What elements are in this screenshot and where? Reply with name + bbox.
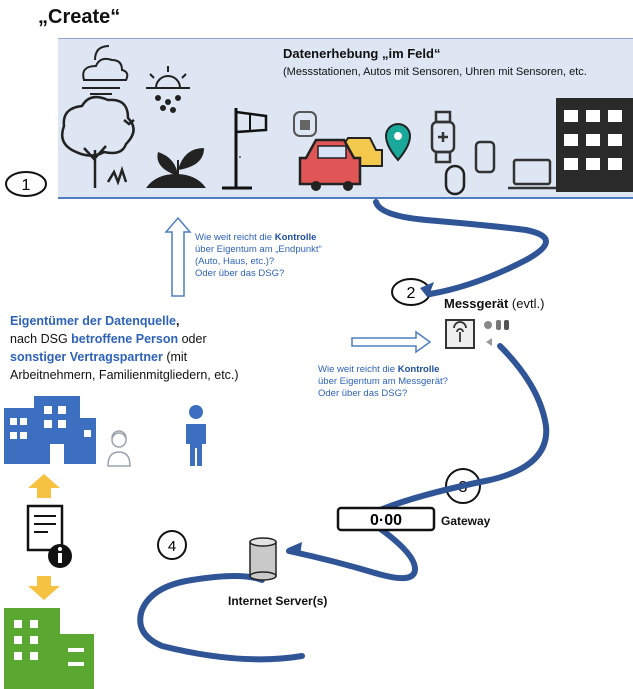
person-icon <box>186 405 206 466</box>
note-text: über Eigentum am „Endpunkt“ <box>195 244 322 255</box>
flow-arrowhead-icon <box>288 542 302 556</box>
device-label-bold: Messgerät <box>444 296 509 311</box>
svg-text:0·00: 0·00 <box>370 512 402 529</box>
contract-document-icon <box>26 504 72 568</box>
note-text: Wie weit reicht die <box>318 364 398 375</box>
flow-arrowhead-icon <box>420 282 434 298</box>
step-4-marker: 4 <box>157 530 187 560</box>
control-device-note: Wie weit reicht die Kontrolle über Eigen… <box>318 364 508 400</box>
tree-icon <box>61 95 135 188</box>
note-emphasis: Kontrolle <box>274 232 317 243</box>
contract-partner-term: sonstiger Vertragspartner <box>10 350 163 364</box>
svg-text:1: 1 <box>22 177 31 194</box>
svg-text:4: 4 <box>168 538 176 555</box>
owner-text: nach DSG <box>10 332 72 346</box>
note-text: über Eigentum am Messgerät? <box>318 376 448 387</box>
server-label: Internet Server(s) <box>228 594 328 608</box>
sun-rain-icon <box>146 66 190 113</box>
measuring-device-label: Messgerät (evtl.) <box>444 296 544 311</box>
wearable-devices-icon <box>430 110 556 196</box>
note-emphasis: Kontrolle <box>397 364 440 375</box>
gateway-label: Gateway <box>441 514 491 528</box>
banner-title: Datenerhebung „im Feld“ <box>283 46 441 61</box>
owner-text: Arbeitnehmern, Familienmitgliedern, etc.… <box>10 368 239 382</box>
control-endpoint-note: Wie weit reicht die Kontrolle über Eigen… <box>195 232 385 280</box>
sensor-cars-icon <box>293 111 412 191</box>
note-text: Oder über das DSG? <box>318 388 408 399</box>
note-text: (Auto, Haus, etc.)? <box>195 256 275 267</box>
owner-text: (mit <box>162 350 188 364</box>
note-text: Wie weit reicht die <box>195 232 275 243</box>
note-text: Oder über das DSG? <box>195 268 285 279</box>
control-up-arrow <box>164 216 192 297</box>
company-building-icon <box>4 396 96 464</box>
measuring-device-icon <box>445 319 509 349</box>
exchange-arrow-icon <box>28 474 60 600</box>
office-building-icon <box>556 98 633 192</box>
cloud-moon-icon <box>82 45 129 95</box>
step-1-marker: 1 <box>5 171 47 197</box>
worker-icon <box>107 430 131 467</box>
control-right-arrow <box>351 330 432 354</box>
green-building-icon <box>4 608 94 689</box>
svg-text:2: 2 <box>407 285 416 302</box>
gateway-icon: 0·00 <box>336 506 436 532</box>
owner-text: oder <box>178 332 207 346</box>
windsock-icon <box>222 108 268 190</box>
owner-text: , <box>176 314 180 328</box>
data-flow-line <box>137 199 550 663</box>
page-title: „Create“ <box>38 6 121 28</box>
banner-subtitle: (Messstationen, Autos mit Sensoren, Uhre… <box>283 66 587 78</box>
data-owner-description: Eigentümer der Datenquelle, nach DSG bet… <box>10 312 340 384</box>
device-label-rest: (evtl.) <box>508 296 545 311</box>
affected-person-term: betroffene Person <box>71 332 179 346</box>
owner-term: Eigentümer der Datenquelle <box>10 314 177 328</box>
server-icon <box>249 537 277 581</box>
plant-icon <box>146 148 206 188</box>
